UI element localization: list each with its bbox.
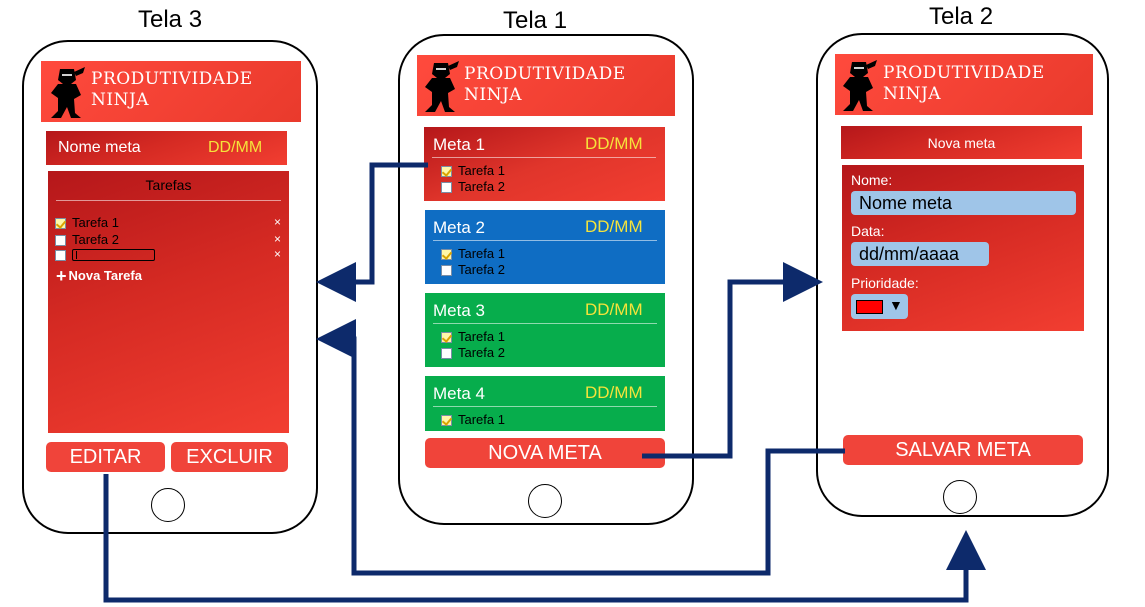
meta-card[interactable]: Meta 3 DD/MM Tarefa 1 Tarefa 2	[425, 293, 665, 367]
ninja-logo-icon	[843, 60, 877, 111]
app-header: PRODUTIVIDADE NINJA	[417, 55, 675, 116]
meta-divider	[433, 323, 657, 324]
tela2-title: Tela 2	[929, 3, 994, 30]
editar-button[interactable]: EDITAR	[46, 442, 165, 472]
meta-name: Nome meta	[58, 139, 141, 156]
task-checkbox[interactable]	[55, 234, 66, 246]
tarefas-panel: Tarefas Tarefa 1 × Tarefa 2 × × + Nova T…	[48, 171, 289, 433]
nova-meta-heading-bar: Nova meta	[841, 126, 1082, 159]
priority-color-swatch	[856, 300, 883, 314]
meta-date: DD/MM	[208, 139, 263, 156]
task-item[interactable]: Tarefa 1	[55, 216, 119, 230]
brand-name: PRODUTIVIDADE NINJA	[883, 63, 1045, 105]
meta-date: DD/MM	[585, 217, 643, 236]
tela1-title: Tela 1	[503, 7, 568, 34]
tarefas-divider	[56, 200, 281, 201]
brand-line1: PRODUTIVIDADE	[464, 64, 626, 84]
nome-label: Nome:	[851, 172, 893, 188]
nova-meta-form: Nome: Nome meta Data: dd/mm/aaaa Priorid…	[842, 165, 1084, 331]
task-label: Tarefa 2	[72, 232, 119, 247]
meta-date: DD/MM	[585, 134, 643, 153]
task-item[interactable]: Tarefa 1	[441, 247, 505, 261]
meta-card[interactable]: Meta 2 DD/MM Tarefa 1 Tarefa 2	[425, 210, 665, 284]
tela3-title: Tela 3	[138, 6, 203, 33]
prioridade-select[interactable]: ▼	[851, 294, 908, 319]
task-item[interactable]: Tarefa 2	[441, 263, 505, 277]
meta-name: Meta 1	[433, 135, 485, 154]
task-checkbox[interactable]	[441, 165, 452, 177]
task-label: Tarefa 2	[458, 345, 505, 360]
new-task-input[interactable]	[72, 249, 155, 261]
brand-line1: PRODUTIVIDADE	[883, 63, 1045, 83]
brand-line2: NINJA	[464, 85, 523, 105]
remove-task-icon[interactable]: ×	[274, 232, 282, 246]
task-checkbox[interactable]	[441, 414, 452, 426]
task-item[interactable]: Tarefa 1	[441, 413, 505, 427]
app-header: PRODUTIVIDADE NINJA	[835, 54, 1093, 115]
meta-card[interactable]: Meta 4 DD/MM Tarefa 1	[425, 376, 665, 431]
data-input[interactable]: dd/mm/aaaa	[851, 242, 989, 266]
prioridade-label: Prioridade:	[851, 275, 919, 291]
meta-divider	[433, 240, 657, 241]
task-checkbox[interactable]	[441, 181, 452, 193]
home-button[interactable]	[943, 480, 977, 514]
nova-meta-button[interactable]: NOVA META	[425, 438, 665, 468]
home-button[interactable]	[528, 484, 562, 518]
ninja-logo-icon	[425, 61, 459, 112]
brand-line1: PRODUTIVIDADE	[91, 69, 253, 89]
task-label: Tarefa 2	[458, 179, 505, 194]
task-item[interactable]: Tarefa 2	[441, 346, 505, 360]
add-task-button[interactable]: + Nova Tarefa	[56, 265, 142, 286]
task-label: Tarefa 1	[72, 215, 119, 230]
remove-task-icon[interactable]: ×	[274, 215, 282, 229]
arrow-salvar-to-tela3	[316, 319, 845, 576]
new-task-row[interactable]	[55, 249, 155, 261]
task-item[interactable]: Tarefa 2	[55, 233, 119, 247]
chevron-down-icon: ▼	[889, 297, 903, 313]
meta-name: Meta 2	[433, 218, 485, 237]
arrow-novameta-to-tela2	[642, 262, 823, 459]
task-checkbox[interactable]	[441, 347, 452, 359]
home-button[interactable]	[151, 488, 185, 522]
task-label: Tarefa 2	[458, 262, 505, 277]
nova-meta-heading: Nova meta	[927, 135, 996, 151]
task-checkbox[interactable]	[441, 248, 452, 260]
task-item[interactable]: Tarefa 1	[441, 330, 505, 344]
arrow-editar-to-tela2	[103, 474, 986, 603]
tarefas-heading: Tarefas	[145, 177, 192, 193]
meta-date: DD/MM	[585, 300, 643, 319]
nome-input[interactable]: Nome meta	[851, 191, 1076, 215]
task-label: Tarefa 1	[458, 163, 505, 178]
brand-line2: NINJA	[883, 84, 942, 104]
task-item[interactable]: Tarefa 1	[441, 164, 505, 178]
plus-icon: +	[56, 265, 67, 286]
meta-divider	[432, 157, 656, 158]
add-task-label: Nova Tarefa	[68, 268, 142, 283]
task-item[interactable]: Tarefa 2	[441, 180, 505, 194]
data-label: Data:	[851, 223, 885, 239]
meta-title-bar: Nome meta DD/MM	[46, 131, 287, 165]
brand-name: PRODUTIVIDADE NINJA	[91, 69, 253, 111]
task-checkbox[interactable]	[55, 249, 66, 261]
ninja-logo-icon	[51, 67, 85, 118]
meta-card[interactable]: Meta 1 DD/MM Tarefa 1 Tarefa 2	[424, 127, 665, 201]
remove-task-icon[interactable]: ×	[274, 247, 282, 261]
meta-name: Meta 4	[433, 384, 485, 403]
salvar-meta-button[interactable]: SALVAR META	[843, 435, 1083, 465]
arrow-meta1-to-tela3	[316, 162, 428, 302]
task-label: Tarefa 1	[458, 412, 505, 427]
brand-name: PRODUTIVIDADE NINJA	[464, 64, 626, 106]
excluir-button[interactable]: EXCLUIR	[171, 442, 288, 472]
meta-name: Meta 3	[433, 301, 485, 320]
task-checkbox[interactable]	[441, 331, 452, 343]
task-label: Tarefa 1	[458, 246, 505, 261]
meta-date: DD/MM	[585, 383, 643, 402]
app-header: PRODUTIVIDADE NINJA	[41, 61, 301, 122]
meta-divider	[433, 406, 657, 407]
task-checkbox[interactable]	[441, 264, 452, 276]
brand-line2: NINJA	[91, 90, 150, 110]
task-checkbox[interactable]	[55, 217, 66, 229]
task-label: Tarefa 1	[458, 329, 505, 344]
